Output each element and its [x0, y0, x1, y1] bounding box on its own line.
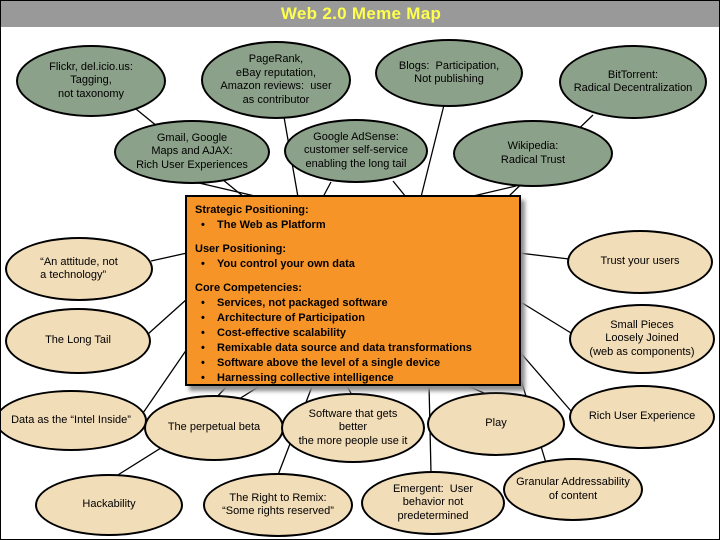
node-pagerank-label: PageRank, eBay reputation, Amazon review…	[220, 53, 332, 106]
node-attitude: “An attitude, not a technology”	[5, 237, 153, 301]
center-box: Strategic Positioning: The Web as Platfo…	[185, 195, 521, 386]
section-heading: Core Competencies:	[195, 282, 302, 294]
node-blogs: Blogs: Participation, Not publishing	[375, 39, 523, 107]
node-play-label: Play	[485, 417, 507, 430]
section-heading: Strategic Positioning:	[195, 204, 309, 216]
section-strategic: Strategic Positioning: The Web as Platfo…	[195, 203, 511, 233]
node-perpetual-beta-label: The perpetual beta	[167, 421, 261, 434]
node-flickr: Flickr, del.icio.us: Tagging, not taxono…	[16, 45, 166, 117]
node-hackability-label: Hackability	[82, 498, 136, 511]
section-user: User Positioning: You control your own d…	[195, 242, 511, 272]
node-rich-user-experience: Rich User Experience	[569, 385, 715, 449]
title-bar: Web 2.0 Meme Map	[1, 1, 719, 27]
node-right-to-remix-label: The Right to Remix: “Some rights reserve…	[222, 491, 334, 518]
node-software-gets-better-label: Software that gets better the more peopl…	[298, 407, 408, 447]
node-blogs-label: Blogs: Participation, Not publishing	[398, 59, 500, 86]
node-software-gets-better: Software that gets better the more peopl…	[281, 393, 425, 463]
bullet-item: Services, not packaged software	[217, 297, 388, 309]
node-wikipedia-label: Wikipedia: Radical Trust	[500, 140, 566, 166]
node-emergent: Emergent: User behavior not predetermine…	[361, 471, 505, 535]
node-adsense-label: Google AdSense: customer self-service en…	[304, 130, 408, 170]
section-heading: User Positioning:	[195, 243, 287, 255]
bullet-item: Software above the level of a single dev…	[217, 357, 441, 369]
node-data-intel-inside-label: Data as the “Intel Inside”	[11, 413, 131, 426]
node-adsense: Google AdSense: customer self-service en…	[284, 119, 428, 183]
node-hackability: Hackability	[35, 474, 183, 536]
bullet-item: The Web as Platform	[217, 219, 326, 231]
node-right-to-remix: The Right to Remix: “Some rights reserve…	[203, 473, 353, 537]
bullet-item: Cost-effective scalability	[217, 327, 346, 339]
node-wikipedia: Wikipedia: Radical Trust	[453, 120, 613, 187]
node-emergent-label: Emergent: User behavior not predetermine…	[392, 482, 474, 522]
node-trust-your-users-label: Trust your users	[600, 255, 680, 268]
bullet-item: Remixable data source and data transform…	[217, 342, 472, 354]
node-bittorrent-label: BitTorrent: Radical Decentralization	[573, 68, 693, 95]
node-pagerank: PageRank, eBay reputation, Amazon review…	[201, 41, 351, 119]
node-trust-your-users: Trust your users	[567, 230, 713, 294]
node-gmail: Gmail, Google Maps and AJAX: Rich User E…	[114, 120, 270, 184]
node-gmail-label: Gmail, Google Maps and AJAX: Rich User E…	[136, 131, 248, 171]
node-perpetual-beta: The perpetual beta	[144, 395, 284, 461]
node-play: Play	[427, 392, 565, 456]
bullet-item: You control your own data	[217, 258, 355, 270]
node-flickr-label: Flickr, del.icio.us: Tagging, not taxono…	[49, 60, 133, 100]
node-small-pieces-label: Small Pieces Loosely Joined (web as comp…	[589, 318, 695, 358]
node-data-intel-inside: Data as the “Intel Inside”	[1, 390, 147, 451]
node-granular-addressability: Granular Addressability of content	[503, 458, 643, 521]
node-rich-user-experience-label: Rich User Experience	[588, 410, 696, 423]
bullet-item: Architecture of Participation	[217, 312, 365, 324]
page-title: Web 2.0 Meme Map	[280, 4, 442, 23]
node-small-pieces: Small Pieces Loosely Joined (web as comp…	[569, 304, 715, 374]
node-attitude-label: “An attitude, not a technology”	[40, 255, 118, 282]
bullet-item: Harnessing collective intelligence	[217, 372, 394, 384]
node-long-tail: The Long Tail	[5, 308, 151, 374]
section-core-competencies: Core Competencies: Services, not package…	[195, 281, 511, 386]
node-bittorrent: BitTorrent: Radical Decentralization	[559, 45, 707, 119]
node-granular-addressability-label: Granular Addressability of content	[516, 476, 630, 502]
node-long-tail-label: The Long Tail	[45, 334, 111, 347]
